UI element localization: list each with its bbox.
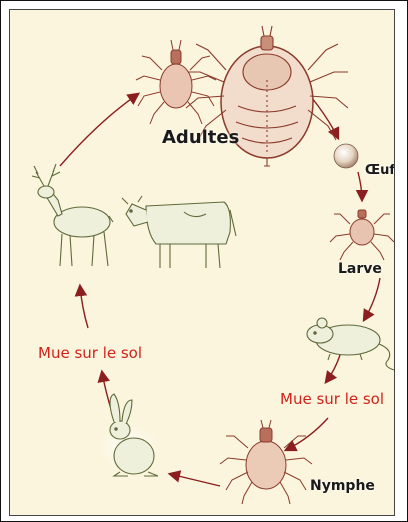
label-nymph: Nymphe bbox=[310, 478, 375, 494]
label-molt-left: Mue sur le sol bbox=[38, 344, 142, 362]
arrow-deer-to-adults bbox=[60, 94, 138, 166]
cow bbox=[122, 196, 236, 268]
larva-tick bbox=[330, 210, 394, 260]
arrow-molt-to-nymph bbox=[286, 418, 328, 450]
cycle-arrows bbox=[60, 94, 380, 486]
label-adults: Adultes bbox=[162, 127, 239, 148]
deer bbox=[32, 164, 113, 266]
arrow-larva-to-mouse bbox=[364, 278, 380, 320]
arrow-egg-to-larva bbox=[358, 172, 362, 200]
rabbit bbox=[100, 394, 160, 476]
nymph-tick bbox=[220, 420, 312, 504]
label-larva: Larve bbox=[338, 261, 382, 277]
mouse bbox=[307, 318, 394, 370]
arrow-molt-to-deer bbox=[80, 286, 88, 328]
life-cycle-illustration bbox=[10, 10, 394, 515]
small-adult-tick bbox=[136, 40, 216, 124]
label-molt-right: Mue sur le sol bbox=[280, 390, 384, 408]
arrow-nymph-to-rabbit bbox=[170, 474, 220, 486]
egg-illustration bbox=[334, 144, 358, 168]
label-egg: Œuf bbox=[365, 163, 395, 178]
life-cycle-panel: Adultes Œuf Larve Mue sur le sol Nymphe … bbox=[9, 9, 395, 516]
arrow-adults-to-egg bbox=[312, 98, 338, 138]
